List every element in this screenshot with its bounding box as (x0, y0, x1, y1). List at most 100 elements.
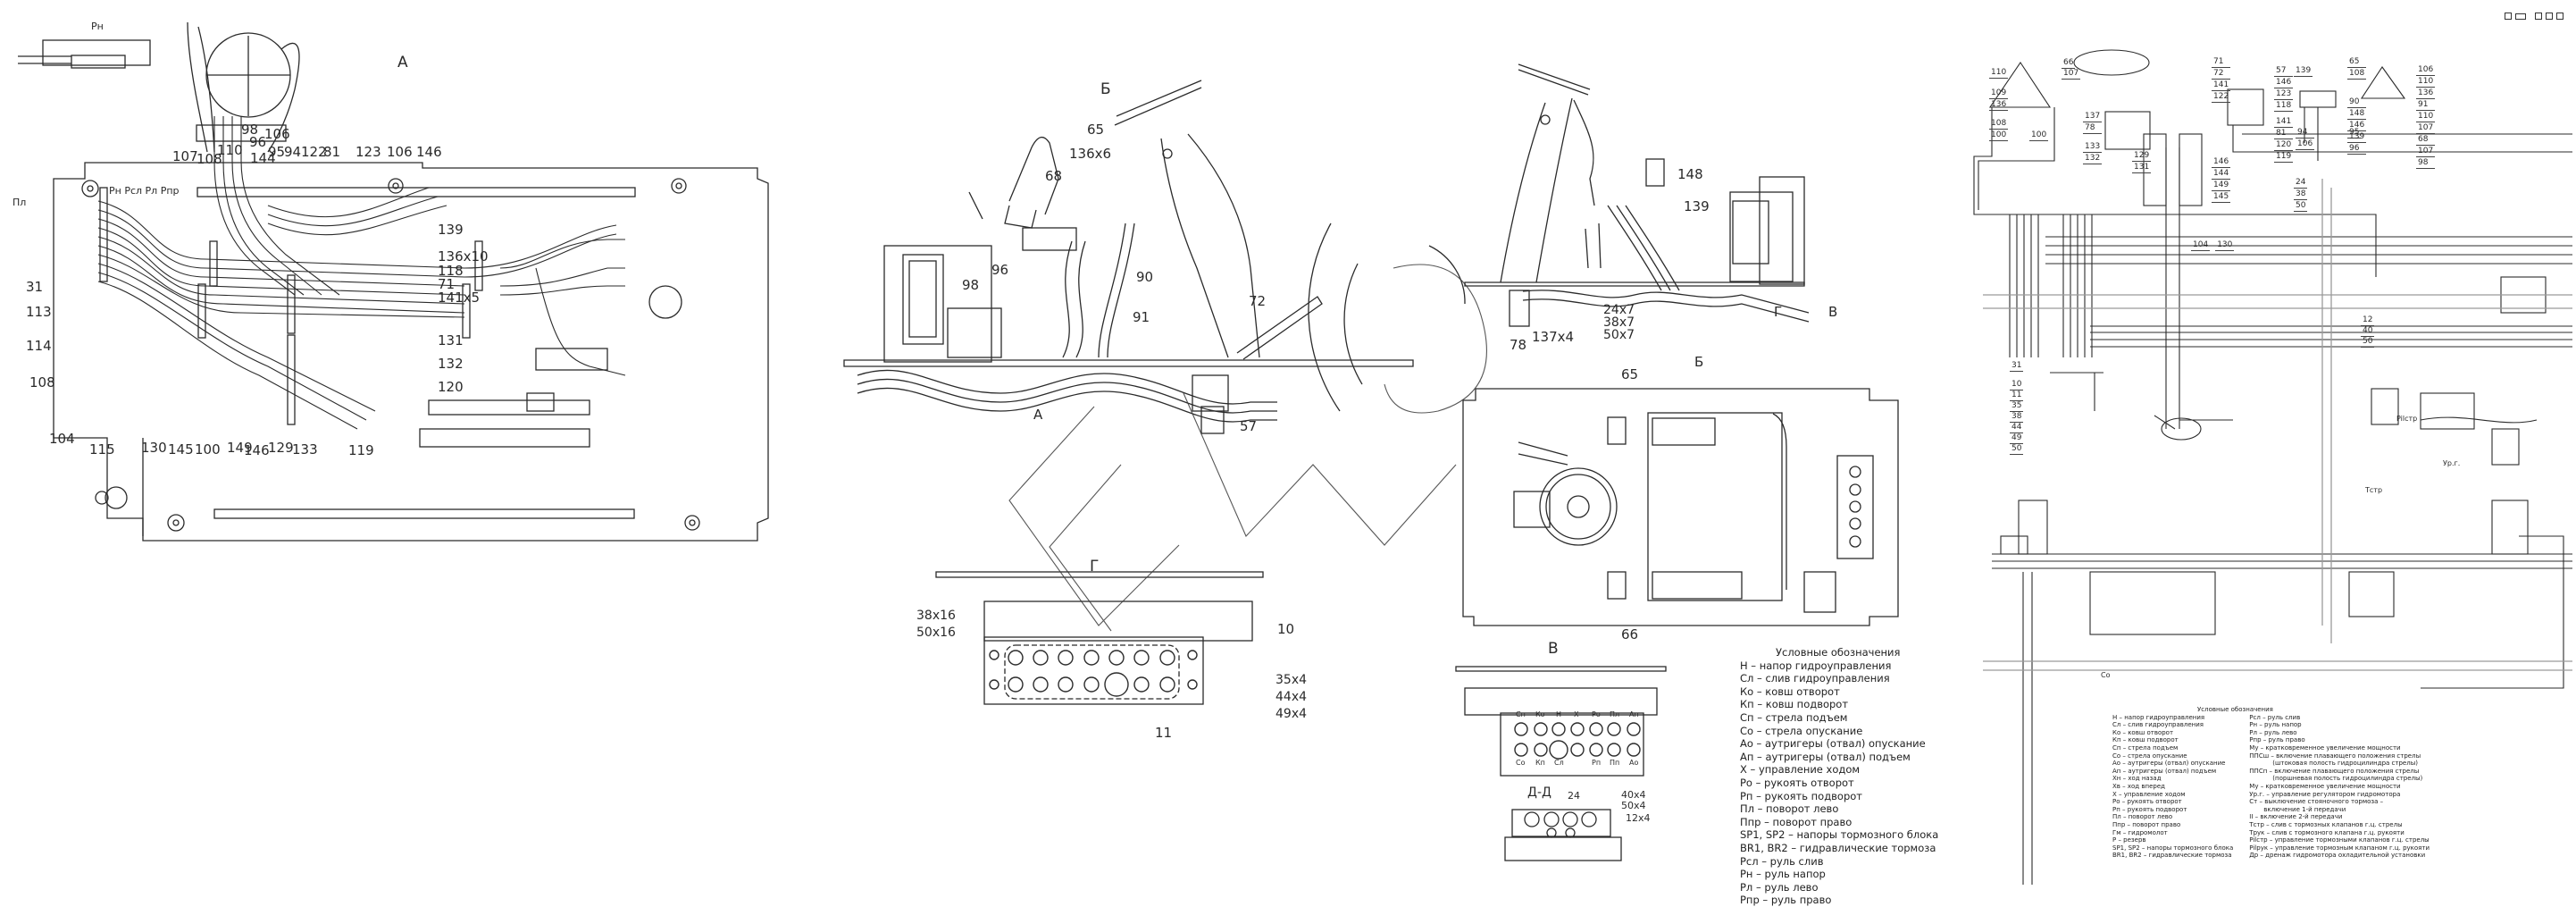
callout: 38 (2294, 189, 2308, 200)
callout: 107 (2062, 68, 2081, 80)
callout: 38 (2010, 412, 2024, 423)
callout-stack: 90 148 146 139 96 (2347, 97, 2367, 155)
callout: 146 (2274, 78, 2294, 88)
legend-item: Со – стрела опускание (1740, 724, 1863, 737)
legend-item: Пл – поворот лево (2112, 813, 2173, 821)
callout: 49x4 (1275, 707, 1308, 721)
corner-mark-icon (2515, 13, 2526, 20)
callout: 24 (1568, 790, 1580, 802)
legend-item: Р – резерв (2112, 836, 2146, 844)
legend-item: Рсл – руль слив (1740, 854, 1824, 868)
callout: 146 (416, 144, 442, 160)
callout: 12x4 (1626, 812, 1651, 824)
callout: 96 (2347, 143, 2367, 155)
callout: 119 (348, 442, 374, 458)
callout: 139 (2294, 66, 2313, 77)
callout: 132 (2083, 154, 2103, 164)
callout: 118 (2274, 101, 2294, 112)
callout: 136x6 (1069, 146, 1112, 162)
callout-stack: 94 106 (2296, 127, 2315, 150)
callout: 24 (2294, 178, 2308, 189)
callout: 11 (2010, 391, 2024, 401)
callout: 94 (2296, 127, 2315, 139)
port-label: Х (1574, 710, 1579, 718)
callout-stack: 133 132 (2083, 141, 2103, 164)
callout: 141x5 (438, 290, 481, 306)
callout: 50x4 (1621, 800, 1646, 811)
legend-item: Ро – рукоять отворот (2112, 798, 2182, 806)
callout: 131 (2132, 163, 2152, 173)
callout: 139 (2347, 132, 2367, 143)
legend-col-2: Рсл – руль слив Рн – руль напор Рл – рул… (2249, 714, 2430, 860)
callout: 145 (168, 441, 194, 458)
legend-item: Сп – стрела подъем (2112, 743, 2179, 752)
port-label: Ро (1592, 710, 1601, 718)
legend-item: Рп – рукоять подворот (1740, 789, 1863, 802)
section-arrow-v: В (1828, 304, 1838, 320)
callout: 139 (2294, 65, 2313, 77)
callout: 114 (26, 338, 52, 354)
callout: 108 (197, 151, 222, 167)
callout: 100 (195, 441, 221, 458)
callout: 95 (2347, 128, 2362, 139)
callout: 24x7 (1603, 303, 1635, 317)
legend-item: Н – напор гидроуправления (2112, 713, 2205, 721)
callout: 136x10 (438, 248, 489, 265)
callout-stack: 35x4 44x4 49x4 (1275, 672, 1307, 723)
callout: 91 (2416, 99, 2436, 111)
legend-item: Ко – ковш отворот (1740, 684, 1840, 698)
legend-item: II – включение 2-й передачи (2249, 813, 2343, 821)
callout: 31 (2010, 361, 2024, 372)
legend-item: Тстр – слив с тормозных клапанов г.ц. ст… (2249, 820, 2403, 828)
callout: 137 (2083, 112, 2103, 122)
legend-2: Условные обозначения Н – напор гидроупра… (2112, 706, 2430, 860)
callout-stack: 141 81 120 119 (2274, 116, 2294, 163)
view-label-v: В (1548, 640, 1559, 658)
legend-item: Х – управление ходом (1740, 763, 1861, 777)
callout: 100 (1989, 130, 2009, 141)
callout: 120 (2274, 140, 2294, 151)
callout: 50x16 (916, 626, 956, 640)
legend-item: (поршневая полость гидроцилиндра стрелы) (2272, 775, 2423, 783)
callout: 81 (323, 144, 341, 160)
corner-mark-icon (2556, 13, 2563, 20)
schematic-tag-urg: Ур.г. (2443, 459, 2461, 467)
section-arrow-g: Г (1774, 304, 1783, 320)
port-label-top: Рн Рсл Рл Рпр (109, 185, 180, 197)
callout: 106 (264, 126, 290, 142)
legend-item: Пл – поворот лево (1740, 802, 1839, 816)
callout: 107 (2416, 123, 2436, 134)
legend-item: Кп – ковш подворот (1740, 698, 1849, 711)
legend-item: Pilстр – управление тормозными клапанов … (2249, 836, 2430, 844)
legend-item: Со – стрела опускание (2112, 752, 2187, 760)
port-label-rn: Рн (91, 21, 104, 32)
callout-stack: 24x7 38x7 50x7 (1603, 304, 1635, 341)
callout: 123 (355, 144, 381, 160)
callout: 57 (2274, 65, 2294, 77)
callout: 144 (2212, 169, 2231, 180)
view-a-plate (18, 21, 769, 542)
callout: 72 (2212, 68, 2231, 80)
legend-1: Условные обозначения Н – напор гидроупра… (1740, 646, 1938, 907)
callout: 145 (2212, 192, 2231, 203)
callout: 123 (2274, 89, 2294, 100)
callout: 65 (1087, 122, 1105, 138)
legend-item: Рсл – руль слив (2249, 713, 2301, 721)
callout-stack: 110 (1989, 67, 2009, 79)
legend-item: Хв – ход вперед (2112, 782, 2165, 790)
callout: 148 (1677, 166, 1703, 182)
legend-item: BR1, BR2 – гидравлические тормоза (2112, 852, 2232, 860)
callout: 146 (244, 442, 270, 458)
callout: 35 (2010, 401, 2024, 412)
callout: 122 (2212, 92, 2231, 103)
callout: 65 (1621, 366, 1639, 382)
callout: 131 (438, 332, 464, 349)
callout: 71 (2212, 56, 2231, 68)
callout: 133 (2083, 142, 2103, 153)
legend-item: Рн – руль напор (2249, 721, 2302, 729)
legend-item: Трук – слив с тормозного клапана г.ц. ру… (2249, 828, 2405, 836)
callout: 98 (2416, 157, 2436, 169)
view-v (1455, 666, 1667, 777)
callout: 139 (1684, 198, 1710, 214)
